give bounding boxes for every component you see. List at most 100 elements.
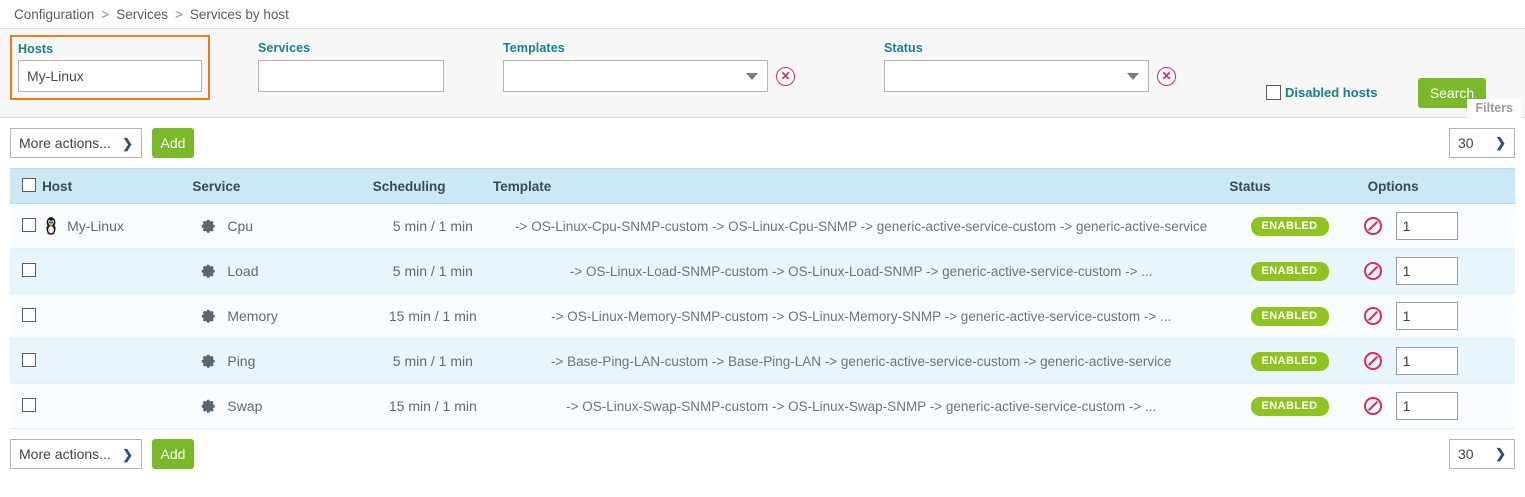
select-all-header	[10, 168, 43, 204]
tux-linux-icon	[46, 217, 56, 235]
gear-icon	[202, 264, 216, 278]
hosts-input[interactable]	[18, 60, 202, 92]
add-button-bottom[interactable]: Add	[152, 439, 194, 469]
page-size-select-bottom[interactable]: 30 ❯	[1449, 439, 1515, 469]
host-cell	[42, 383, 193, 429]
breadcrumb-separator: >	[101, 6, 110, 22]
page-size-value-top: 30	[1458, 135, 1474, 151]
clear-templates-icon[interactable]: ✕	[776, 66, 795, 86]
column-header-template[interactable]: Template	[492, 168, 1230, 204]
service-name[interactable]: Memory	[227, 308, 278, 324]
disabled-hosts-option[interactable]: Disabled hosts	[1266, 85, 1377, 100]
status-cell: ENABLED	[1229, 248, 1350, 294]
breadcrumb-item-services[interactable]: Services	[116, 6, 168, 22]
quantity-input[interactable]	[1395, 347, 1458, 375]
template-cell: -> OS-Linux-Memory-SNMP-custom -> OS-Lin…	[492, 293, 1230, 339]
scheduling-cell: 5 min / 1 min	[372, 248, 493, 294]
gear-icon	[202, 354, 216, 368]
breadcrumb-item-configuration[interactable]: Configuration	[14, 6, 95, 22]
options-cell	[1349, 338, 1515, 384]
row-checkbox[interactable]	[22, 217, 36, 232]
status-badge: ENABLED	[1250, 352, 1329, 371]
host-cell	[42, 293, 193, 339]
chevron-down-icon: ❯	[122, 135, 133, 151]
host-name[interactable]: My-Linux	[67, 218, 124, 234]
scheduling-cell: 15 min / 1 min	[372, 383, 493, 429]
status-select[interactable]	[884, 60, 1149, 92]
column-header-status[interactable]: Status	[1229, 168, 1350, 204]
toolbar-bottom: More actions... ❯ Add 30 ❯	[0, 429, 1525, 479]
filter-services: Services	[258, 41, 444, 92]
breadcrumb-item-services-by-host[interactable]: Services by host	[189, 6, 289, 22]
service-cell: Memory	[192, 293, 373, 339]
quantity-input[interactable]	[1395, 257, 1458, 285]
more-actions-label-bottom: More actions...	[19, 446, 111, 462]
services-input[interactable]	[258, 60, 444, 92]
filter-templates: Templates ✕	[503, 41, 795, 92]
quantity-input[interactable]	[1395, 392, 1458, 420]
status-badge: ENABLED	[1250, 262, 1329, 281]
status-badge: ENABLED	[1250, 307, 1329, 326]
chevron-down-icon	[1127, 73, 1139, 80]
page-size-select-top[interactable]: 30 ❯	[1449, 128, 1515, 158]
service-cell: Ping	[192, 338, 373, 384]
more-actions-select-top[interactable]: More actions... ❯	[10, 128, 142, 158]
service-cell: Load	[192, 248, 373, 294]
template-cell: -> OS-Linux-Cpu-SNMP-custom -> OS-Linux-…	[492, 203, 1230, 249]
filter-services-label: Services	[258, 41, 311, 55]
disable-icon[interactable]	[1363, 262, 1382, 280]
services-table-container: Host Service Scheduling Template Status …	[0, 168, 1525, 429]
row-checkbox[interactable]	[22, 307, 36, 322]
column-header-options[interactable]: Options	[1349, 168, 1515, 204]
chevron-down-icon: ❯	[1495, 446, 1506, 461]
quantity-input[interactable]	[1395, 212, 1458, 240]
filter-hosts: Hosts	[10, 35, 210, 100]
clear-status-icon[interactable]: ✕	[1157, 66, 1176, 86]
row-select-cell	[10, 338, 43, 384]
service-name[interactable]: Load	[227, 263, 259, 279]
table-body: My-Linux Cpu 5 min / 1 min-> OS-Linux-Cpu-…	[10, 203, 1515, 429]
status-cell: ENABLED	[1229, 383, 1350, 429]
quantity-input[interactable]	[1395, 302, 1458, 330]
disable-icon[interactable]	[1363, 352, 1382, 370]
column-header-service[interactable]: Service	[192, 168, 373, 204]
row-checkbox[interactable]	[22, 352, 36, 367]
column-header-scheduling[interactable]: Scheduling	[372, 168, 493, 204]
disable-icon[interactable]	[1363, 307, 1382, 325]
select-all-checkbox[interactable]	[22, 177, 36, 192]
chevron-down-icon: ❯	[122, 446, 133, 462]
filter-templates-label: Templates	[503, 41, 565, 55]
service-name[interactable]: Cpu	[227, 218, 254, 234]
status-badge: ENABLED	[1250, 397, 1329, 416]
service-cell: Swap	[192, 383, 373, 429]
host-cell	[42, 338, 193, 384]
host-cell: My-Linux	[42, 203, 193, 249]
add-button-top[interactable]: Add	[152, 128, 194, 158]
service-name[interactable]: Swap	[227, 398, 263, 414]
more-actions-select-bottom[interactable]: More actions... ❯	[10, 439, 142, 469]
row-checkbox[interactable]	[22, 262, 36, 277]
status-cell: ENABLED	[1229, 293, 1350, 339]
row-checkbox[interactable]	[22, 397, 36, 412]
breadcrumb-separator: >	[174, 6, 183, 22]
options-cell	[1349, 203, 1515, 249]
breadcrumb: Configuration > Services > Services by h…	[0, 0, 1525, 28]
toolbar-top: More actions... ❯ Add 30 ❯	[0, 118, 1525, 168]
table-row[interactable]: Swap 15 min / 1 min-> OS-Linux-Swap-SNMP-…	[10, 383, 1515, 429]
search-button[interactable]: Search	[1418, 78, 1486, 108]
templates-select[interactable]	[503, 60, 768, 92]
status-cell: ENABLED	[1229, 203, 1350, 249]
chevron-down-icon	[746, 73, 758, 80]
filters-panel-tab[interactable]: Filters	[1467, 99, 1521, 118]
column-header-host[interactable]: Host	[42, 168, 193, 204]
disabled-hosts-checkbox[interactable]	[1266, 85, 1281, 100]
disable-icon[interactable]	[1363, 397, 1382, 415]
service-name[interactable]: Ping	[227, 353, 256, 369]
disable-icon[interactable]	[1363, 217, 1382, 235]
status-badge: ENABLED	[1250, 217, 1329, 236]
template-cell: -> OS-Linux-Swap-SNMP-custom -> OS-Linux…	[492, 383, 1230, 429]
